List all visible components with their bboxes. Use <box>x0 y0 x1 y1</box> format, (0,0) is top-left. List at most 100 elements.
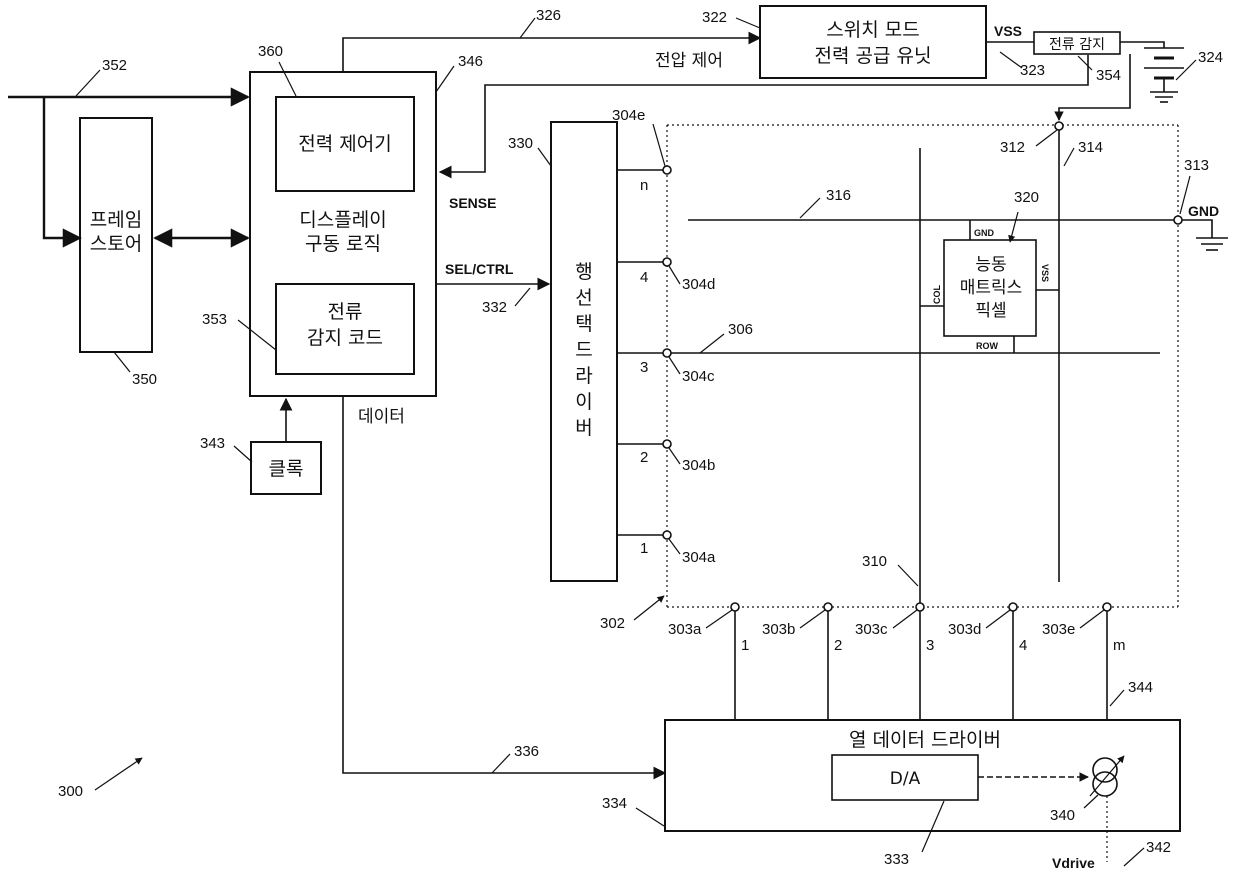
row-number-1: 1 <box>640 540 648 557</box>
display-logic-label-line2: 구동 로직 <box>305 233 381 255</box>
col-node-303b <box>824 603 832 611</box>
col-number-2: 2 <box>834 637 842 654</box>
pixel-320-arrow <box>1010 212 1018 242</box>
ref-342: 342 <box>1146 839 1171 856</box>
leader-330 <box>538 148 551 166</box>
ref-353: 353 <box>202 311 227 328</box>
ref-306: 306 <box>728 321 753 338</box>
leader-300 <box>95 758 142 790</box>
sense-label: SENSE <box>449 195 496 211</box>
leader-344 <box>1110 690 1124 706</box>
leader-316 <box>800 198 820 218</box>
row-number-4: 4 <box>640 269 648 286</box>
display-logic-label-line1: 디스플레이 <box>299 209 386 231</box>
leader-350 <box>114 352 130 372</box>
leader-352 <box>76 70 100 96</box>
power-controller-label: 전력 제어기 <box>298 133 391 155</box>
ref-350: 350 <box>132 371 157 388</box>
pixel-vss-label: VSS <box>1040 264 1050 282</box>
leader-343 <box>234 446 252 462</box>
ref-354: 354 <box>1096 67 1121 84</box>
ref-336: 336 <box>514 743 539 760</box>
current-sense-code-label-line1: 전류 <box>328 301 363 323</box>
row-node-304a <box>663 531 671 539</box>
leader-303c <box>893 610 917 628</box>
leader-310 <box>898 565 918 586</box>
voltage-control-label: 전압 제어 <box>655 51 723 71</box>
ref-303a: 303a <box>668 621 702 638</box>
leader-312 <box>1036 130 1057 146</box>
node-312 <box>1055 122 1063 130</box>
col-node-303d <box>1009 603 1017 611</box>
leader-326 <box>520 18 535 38</box>
ref-320: 320 <box>1014 189 1039 206</box>
ref-304e: 304e <box>612 107 645 124</box>
row-driver-char-5: 라 <box>575 365 592 387</box>
ref-304c: 304c <box>682 368 715 385</box>
ref-303e: 303e <box>1042 621 1075 638</box>
leader-322 <box>736 18 760 28</box>
smps-label-line2: 전력 공급 유닛 <box>815 45 932 67</box>
ref-326: 326 <box>536 7 561 24</box>
col-number-m: m <box>1113 637 1126 654</box>
pixel-row-label: ROW <box>976 341 999 351</box>
leader-304a <box>669 539 680 554</box>
row-driver-char-6: 이 <box>575 391 592 413</box>
vss-label: VSS <box>994 23 1022 39</box>
col-node-303e <box>1103 603 1111 611</box>
pixel-label-line2: 매트릭스 <box>960 278 1023 298</box>
leader-306 <box>700 334 724 353</box>
leader-304b <box>669 448 680 464</box>
col-number-1: 1 <box>741 637 749 654</box>
leader-303a <box>706 610 732 628</box>
pixel-gnd-label: GND <box>974 228 995 238</box>
ref-330: 330 <box>508 135 533 152</box>
pixel-label-line3: 픽셀 <box>975 301 1006 321</box>
pixel-col-label: COL <box>932 285 942 305</box>
battery-top-line <box>1120 42 1164 48</box>
row-number-2: 2 <box>640 449 648 466</box>
node-313 <box>1174 216 1182 224</box>
ref-314: 314 <box>1078 139 1103 156</box>
leader-303e <box>1080 610 1104 628</box>
clock-label: 클록 <box>269 458 304 480</box>
leader-323 <box>1000 52 1022 68</box>
leader-336 <box>492 754 510 773</box>
ref-334: 334 <box>602 795 627 812</box>
ref-332: 332 <box>482 299 507 316</box>
smps-block <box>760 6 986 78</box>
row-number-3: 3 <box>640 359 648 376</box>
ref-333: 333 <box>884 851 909 868</box>
ref-352: 352 <box>102 57 127 74</box>
leader-342 <box>1124 848 1144 866</box>
vdrive-label: Vdrive <box>1052 855 1095 871</box>
ref-303b: 303b <box>762 621 795 638</box>
row-driver-char-1: 행 <box>575 261 592 283</box>
row-driver-char-2: 선 <box>575 287 592 309</box>
ref-303c: 303c <box>855 621 888 638</box>
row-driver-char-7: 버 <box>575 417 592 439</box>
ref-313: 313 <box>1184 157 1209 174</box>
col-number-3: 3 <box>926 637 934 654</box>
da-converter-label: D/A <box>890 769 921 789</box>
leader-354 <box>1078 56 1092 70</box>
row-driver-char-4: 드 <box>575 339 592 361</box>
ref-340: 340 <box>1050 807 1075 824</box>
leader-304d <box>669 266 680 284</box>
leader-324 <box>1176 60 1196 80</box>
leader-314 <box>1064 148 1074 166</box>
row-number-n: n <box>640 177 648 194</box>
ref-343: 343 <box>200 435 225 452</box>
row-driver-char-3: 택 <box>575 313 592 335</box>
ref-323: 323 <box>1020 62 1045 79</box>
sel-ctrl-label: SEL/CTRL <box>445 261 514 277</box>
ref-304b: 304b <box>682 457 715 474</box>
ref-312: 312 <box>1000 139 1025 156</box>
ref-346: 346 <box>458 53 483 70</box>
frame-store-label-line2: 스토어 <box>90 233 142 255</box>
current-sense-code-label-line2: 감지 코드 <box>307 327 383 349</box>
row-node-304c <box>663 349 671 357</box>
ref-302: 302 <box>600 615 625 632</box>
leader-303b <box>800 610 825 628</box>
